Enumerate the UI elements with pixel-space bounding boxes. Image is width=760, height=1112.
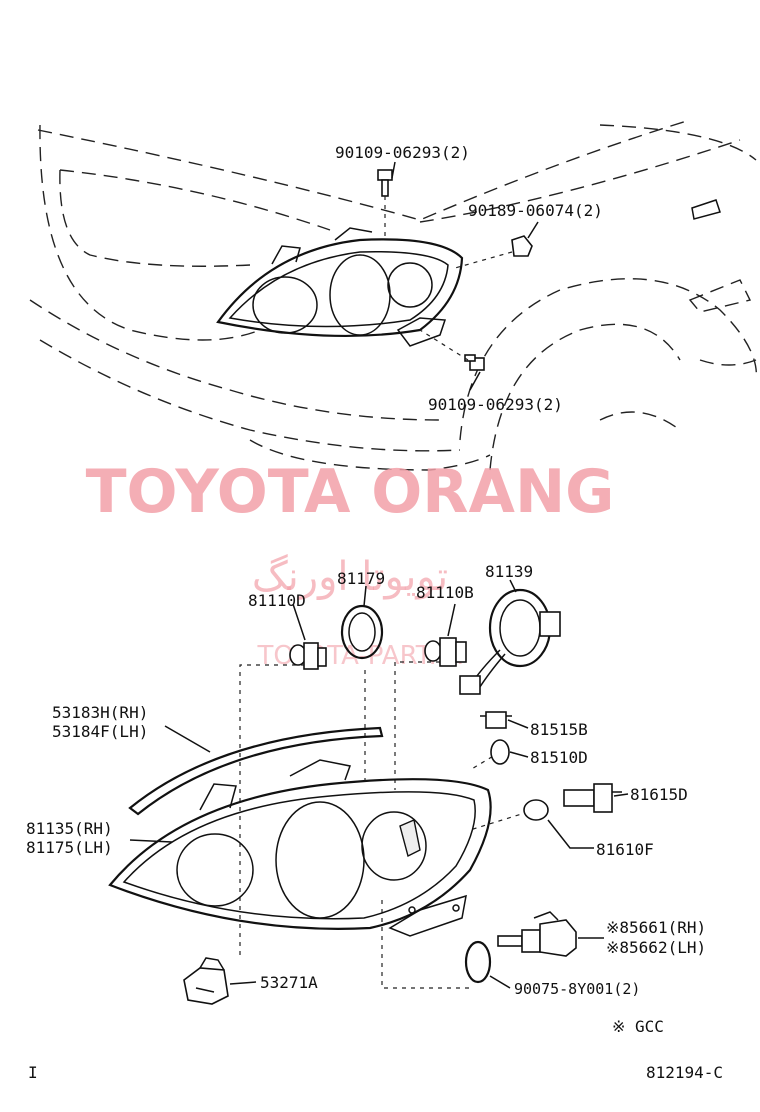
bracket-53271a-icon [183,957,229,1005]
bulb-81110d-icon [289,642,327,670]
label-85662: ※85662(LH) [606,938,706,957]
clip-icon [454,235,533,269]
watermark-main: TOYOTA ORANG [86,457,615,527]
socket-81515b-icon [480,711,512,729]
weatherstrip-icon [128,726,384,816]
vehicle-outline [29,119,758,471]
label-85661: ※85661(RH) [606,918,706,937]
label-81135: 81135(RH) [26,819,113,838]
headlamp-assembly-icon [108,759,492,937]
bulb-81510d-icon [490,739,510,765]
label-81515b: 81515B [530,720,588,739]
label-90075: 90075-8Y001(2) [514,980,640,998]
o-ring-icon [464,940,492,984]
socket-81615d-icon [563,783,622,813]
bulb-85661-icon [497,911,577,957]
footer-left: I [28,1063,38,1082]
label-81175: 81175(LH) [26,838,113,857]
watermark-arabic: تویوتا اورنگ [252,554,448,600]
label-81615d: 81615D [630,785,688,804]
label-53271a: 53271A [260,973,318,992]
guide-lines [239,661,529,989]
label-90109-top: 90109-06293(2) [335,143,470,162]
label-81510d: 81510D [530,748,588,767]
label-81110b: 81110B [416,583,474,602]
screw-bottom-icon [419,329,485,371]
ring-81179-icon [340,604,384,660]
label-81179: 81179 [337,569,385,588]
headlamp-top-view [216,227,464,347]
label-81110d: 81110D [248,591,306,610]
label-53183h: 53183H(RH) [52,703,148,722]
bulb-81610f-icon [523,799,549,821]
diagram-code: 812194-C [646,1063,723,1082]
leader-lines [129,579,629,989]
socket-81139-icon [459,588,561,695]
label-53184f: 53184F(LH) [52,722,148,741]
label-90189: 90189-06074(2) [468,201,603,220]
screw-top-icon [377,169,393,240]
label-90109-bottom: 90109-06293(2) [428,395,563,414]
label-81610f: 81610F [596,840,654,859]
label-81139: 81139 [485,562,533,581]
note-gcc: ※ GCC [612,1017,664,1036]
bulb-81110b-icon [424,637,467,667]
